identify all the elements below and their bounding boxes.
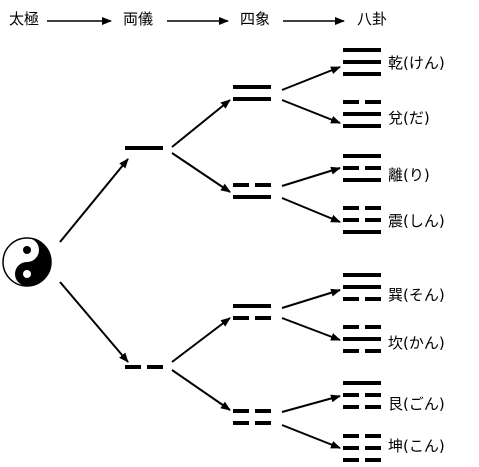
trigram-label-son: 巽(そん)	[388, 286, 445, 304]
arrow-shouin-to-ri	[281, 166, 341, 187]
trigram-4-line-2-yin-segment-1	[343, 218, 359, 222]
trigram-7-line-2-yin-segment-2	[365, 393, 381, 397]
trigram-6-line-2-yang-line	[343, 337, 381, 341]
trigram-1-line-2-yang-line	[343, 60, 381, 64]
ryougi-2-line-1-yin-segment-2	[147, 365, 163, 369]
shishou-1-line-1-yang-line	[233, 85, 271, 89]
arrow-shouin-to-shin	[281, 197, 341, 223]
arrow-taikyoku-to-yang	[59, 158, 129, 243]
trigram-2-line-3-yang-line	[343, 124, 381, 128]
arrow-shouyou-to-son	[281, 288, 341, 309]
shishou-4-line-2-yin-segment-1	[233, 421, 249, 425]
trigram-2-line-2-yang-line	[343, 112, 381, 116]
trigram-3-line-3-yang-line	[343, 178, 381, 182]
trigram-8-line-3-yin-segment-2	[365, 458, 381, 462]
trigram-label-ri: 離(り)	[388, 166, 430, 184]
trigram-label-kon: 坤(こん)	[388, 437, 445, 455]
trigram-3-line-2-yin-segment-2	[365, 166, 381, 170]
shishou-4-line-2-yin-segment-2	[255, 421, 271, 425]
arrow-taiin-to-gon	[281, 394, 341, 413]
trigram-4-line-1-yin-segment-1	[343, 206, 359, 210]
trigram-3-line-1-yang-line	[343, 154, 381, 158]
ryougi-1-line-1-yang-line	[125, 146, 163, 150]
trigram-6-line-1-yin-segment-1	[343, 325, 359, 329]
trigram-2-line-1-yin-segment-2	[365, 100, 381, 104]
trigram-label-shin: 震(しん)	[388, 212, 445, 230]
header-shishou: 四象	[240, 10, 271, 28]
trigram-6-line-1-yin-segment-2	[365, 325, 381, 329]
shishou-1-line-2-yang-line	[233, 97, 271, 101]
arrow-yin-to-taiin	[171, 369, 231, 411]
trigram-7-line-3-yin-segment-2	[365, 405, 381, 409]
trigram-label-kan: 坎(かん)	[388, 334, 445, 352]
header-hakke: 八卦	[357, 10, 388, 28]
arrow-taiin-to-kon	[281, 424, 341, 449]
trigram-8-line-3-yin-segment-1	[343, 458, 359, 462]
trigram-8-line-2-yin-segment-2	[365, 446, 381, 450]
ryougi-2-line-1-yin-segment-1	[125, 365, 141, 369]
trigram-2-line-1-yin-segment-1	[343, 100, 359, 104]
trigram-4-line-2-yin-segment-2	[365, 218, 381, 222]
trigram-7-line-1-yang-line	[343, 381, 381, 385]
trigram-3-line-2-yin-segment-1	[343, 166, 359, 170]
trigram-7-line-2-yin-segment-1	[343, 393, 359, 397]
shishou-4-line-1-yin-segment-1	[233, 409, 249, 413]
shishou-2-line-2-yang-line	[233, 195, 271, 199]
trigram-1-line-3-yang-line	[343, 72, 381, 76]
trigram-1-line-1-yang-line	[343, 48, 381, 52]
arrow-yang-to-taiyou	[171, 99, 231, 148]
shishou-3-line-1-yang-line	[233, 304, 271, 308]
trigram-label-gon: 艮(ごん)	[388, 395, 445, 413]
trigram-8-line-2-yin-segment-1	[343, 446, 359, 450]
trigram-8-line-1-yin-segment-1	[343, 434, 359, 438]
trigram-6-line-3-yin-segment-2	[365, 349, 381, 353]
arrow-yin-to-shouyou	[171, 317, 231, 363]
tree-arrows	[59, 66, 341, 449]
trigram-4-line-1-yin-segment-2	[365, 206, 381, 210]
line-symbols	[125, 48, 381, 462]
arrow-shouyou-to-kan	[281, 317, 341, 341]
trigram-5-line-1-yang-line	[343, 273, 381, 277]
trigram-5-line-2-yang-line	[343, 285, 381, 289]
trigram-4-line-3-yang-line	[343, 230, 381, 234]
yin-yang-icon	[2, 237, 52, 287]
shishou-4-line-1-yin-segment-2	[255, 409, 271, 413]
trigram-5-line-3-yin-segment-2	[365, 297, 381, 301]
trigram-7-line-3-yin-segment-1	[343, 405, 359, 409]
trigram-8-line-1-yin-segment-2	[365, 434, 381, 438]
shishou-2-line-1-yin-segment-2	[255, 183, 271, 187]
header-taikyoku: 太極	[9, 10, 40, 28]
trigram-label-ken: 乾(けん)	[388, 54, 445, 72]
trigram-label-da: 兌(だ)	[388, 109, 430, 127]
arrow-taikyoku-to-yin	[59, 281, 129, 363]
arrow-yang-to-shouin	[171, 152, 231, 193]
trigram-5-line-3-yin-segment-1	[343, 297, 359, 301]
shishou-2-line-1-yin-segment-1	[233, 183, 249, 187]
header-ryougi: 両儀	[123, 10, 154, 28]
arrow-taiyou-to-ken	[281, 66, 341, 91]
shishou-3-line-2-yin-segment-1	[233, 316, 249, 320]
shishou-3-line-2-yin-segment-2	[255, 316, 271, 320]
arrow-taiyou-to-da	[281, 99, 341, 124]
trigram-6-line-3-yin-segment-1	[343, 349, 359, 353]
